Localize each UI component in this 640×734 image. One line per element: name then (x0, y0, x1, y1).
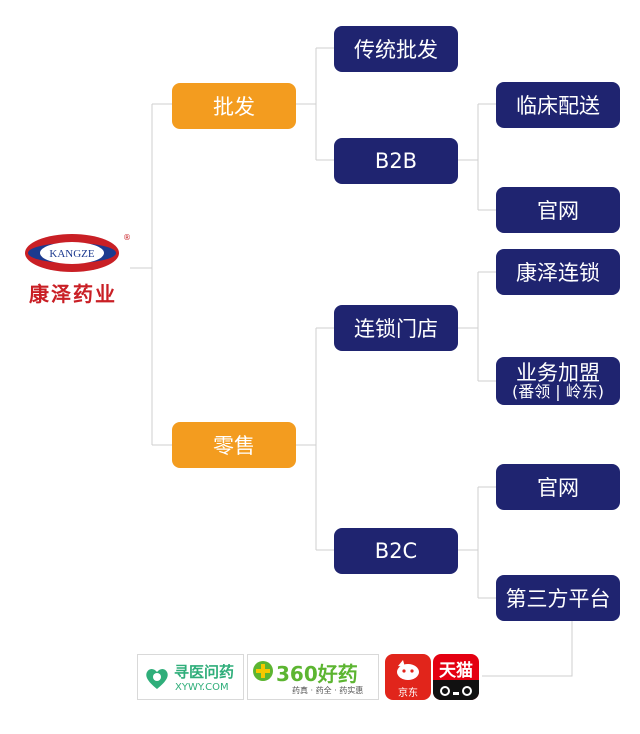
node-clinical-delivery-label: 临床配送 (516, 94, 600, 118)
node-third-party: 第三方平台 (496, 575, 620, 621)
xywy-logo: 寻医问药 XYWY.COM (137, 654, 244, 700)
node-franchise: 业务加盟 (番领 | 岭东) (496, 357, 620, 405)
node-chain-stores-label: 连锁门店 (354, 317, 438, 341)
360-slogan: 药真 · 药全 · 药实惠 (292, 686, 364, 695)
node-clinical-delivery: 临床配送 (496, 82, 620, 128)
node-wholesale: 批发 (172, 83, 296, 129)
tmall-name: 天猫 (439, 661, 473, 681)
node-traditional-wholesale-label: 传统批发 (354, 38, 438, 62)
node-b2c: B2C (334, 528, 458, 574)
xywy-name: 寻医问药 (174, 663, 235, 681)
node-franchise-label: 业务加盟 (516, 360, 600, 385)
360-name: 360好药 (276, 662, 358, 686)
node-franchise-sub: (番领 | 岭东) (511, 381, 605, 401)
jd-name: 京东 (398, 688, 418, 699)
node-b2b: B2B (334, 138, 458, 184)
node-traditional-wholesale: 传统批发 (334, 26, 458, 72)
node-b2b-website: 官网 (496, 187, 620, 233)
node-b2b-label: B2B (374, 149, 418, 173)
node-b2c-website: 官网 (496, 464, 620, 510)
360-haoyao-logo: 360好药 药真 · 药全 · 药实惠 (247, 654, 379, 700)
node-third-party-label: 第三方平台 (505, 587, 611, 611)
node-b2c-label: B2C (374, 539, 418, 563)
xywy-domain: XYWY.COM (175, 682, 229, 693)
jd-dog-icon (397, 660, 419, 680)
jd-logo: 京东 (385, 654, 431, 700)
xywy-heart-icon (146, 669, 168, 689)
tmall-logo: 天猫 (433, 654, 479, 700)
node-retail-label: 零售 (213, 434, 255, 458)
node-chain-stores: 连锁门店 (334, 305, 458, 351)
kangze-logo-icon: KANGZE ® (25, 233, 131, 272)
company-name: 康泽药业 (29, 282, 117, 306)
node-kangze-chain: 康泽连锁 (496, 249, 620, 295)
node-wholesale-label: 批发 (213, 95, 255, 119)
tmall-eyes-icon (440, 686, 472, 696)
node-retail: 零售 (172, 422, 296, 468)
registered-mark: ® (123, 233, 131, 242)
node-b2c-website-label: 官网 (537, 476, 579, 500)
company-logo: KANGZE ® 康泽药业 (14, 228, 132, 308)
360-plus-icon (253, 661, 273, 681)
node-b2b-website-label: 官网 (537, 199, 579, 223)
logo-text: KANGZE (49, 248, 94, 260)
node-kangze-chain-label: 康泽连锁 (516, 261, 600, 285)
